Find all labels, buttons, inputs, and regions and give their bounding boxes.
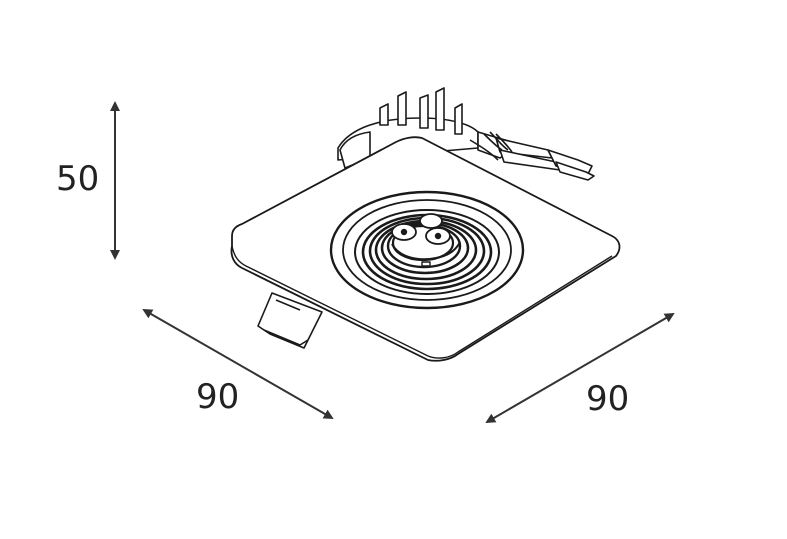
width-left-dimension-label: 90 [196,377,240,417]
height-dimension-label: 50 [56,159,100,199]
width-left-dimension-arrow [142,309,334,419]
wire-connector [469,131,595,181]
led-chip-right [434,232,442,240]
led-chip-left [400,228,408,236]
width-right-dimension-label: 90 [586,379,630,419]
width-right-dimension-arrow [485,312,675,424]
lamp-module [329,190,525,310]
tilt-tab [421,261,431,267]
flange-edge-thickness [231,245,613,359]
lens-holder-arc [391,241,461,261]
led-lens-top [419,213,443,229]
spring-clip [257,292,323,349]
